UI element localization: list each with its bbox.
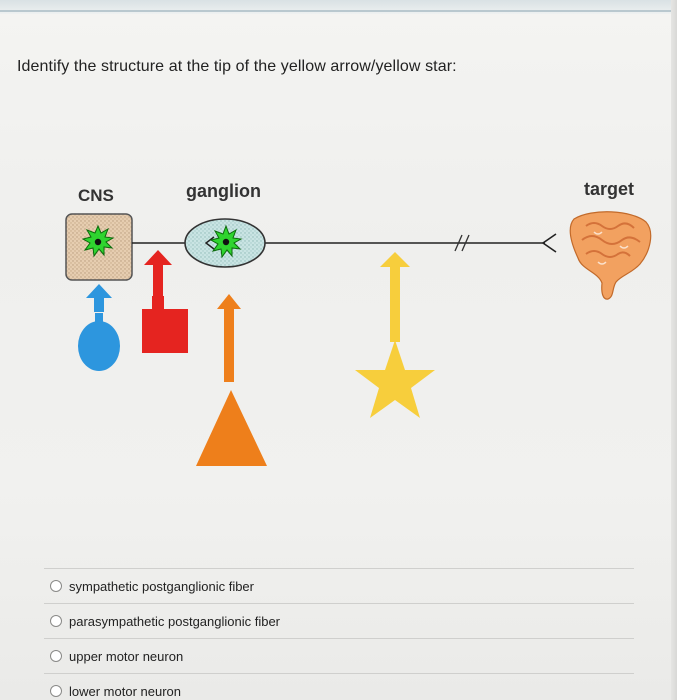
answer-options: sympathetic postganglionic fiber parasym… <box>44 568 634 700</box>
question-text: Identify the structure at the tip of the… <box>17 58 457 75</box>
option-label: upper motor neuron <box>69 648 184 664</box>
right-edge <box>671 0 677 700</box>
diagram: CNS ganglion target <box>65 179 652 466</box>
radio-button[interactable] <box>50 685 62 697</box>
ganglion-label: ganglion <box>186 181 261 201</box>
option-label: lower motor neuron <box>69 683 181 699</box>
option-label: sympathetic postganglionic fiber <box>69 578 254 594</box>
radio-button[interactable] <box>50 615 62 627</box>
option-lower-motor-neuron[interactable]: lower motor neuron <box>44 673 634 700</box>
cns-neuron-burst-icon <box>81 224 115 258</box>
blue-flask-shape <box>78 313 120 371</box>
axon-break-mark <box>454 234 470 252</box>
option-parasympathetic-postganglionic[interactable]: parasympathetic postganglionic fiber <box>44 603 634 638</box>
yellow-arrow <box>380 252 410 342</box>
radio-button[interactable] <box>50 650 62 662</box>
cns-label: CNS <box>78 186 114 205</box>
option-label: parasympathetic postganglionic fiber <box>69 613 281 629</box>
red-block-shape <box>142 296 188 353</box>
radio-button[interactable] <box>50 580 62 592</box>
option-upper-motor-neuron[interactable]: upper motor neuron <box>44 638 634 673</box>
ganglion-neuron-burst-icon <box>204 224 243 259</box>
blue-arrow <box>86 284 112 312</box>
orange-arrow <box>217 294 241 382</box>
axon-terminal-icon <box>541 233 557 253</box>
diagram-svg <box>65 211 652 466</box>
orange-triangle-shape <box>196 390 267 466</box>
intestine-target-icon <box>569 211 652 300</box>
option-sympathetic-postganglionic[interactable]: sympathetic postganglionic fiber <box>44 568 634 603</box>
yellow-star-icon <box>355 340 435 418</box>
target-label: target <box>584 179 635 199</box>
top-divider <box>0 10 677 12</box>
red-arrow <box>144 250 172 296</box>
